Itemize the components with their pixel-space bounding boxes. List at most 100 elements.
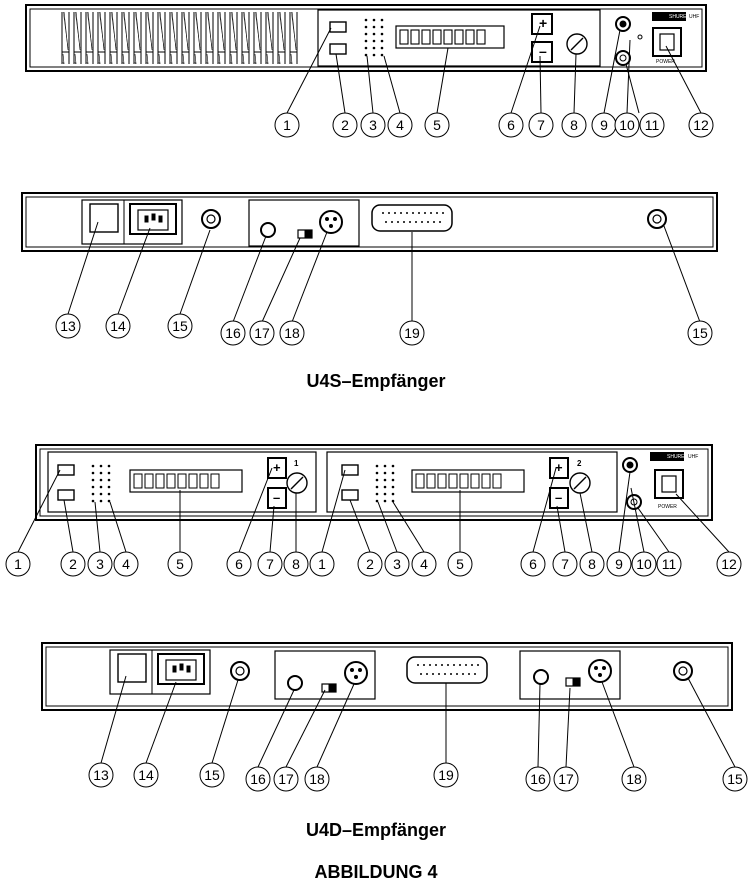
plus-symbol-1: + (273, 460, 281, 475)
plus-symbol: + (539, 15, 547, 31)
u4d-callout-4: 4 (122, 556, 130, 572)
callout-6: 6 (507, 117, 515, 133)
u4d-callout-13: 13 (93, 767, 109, 783)
u4s-front-panel (25, 4, 707, 72)
u4s-front-leaders (286, 25, 702, 114)
callout-9: 9 (600, 117, 608, 133)
callout-1: 1 (283, 117, 291, 133)
callout-13: 13 (60, 318, 76, 334)
u4d-callout-14: 14 (138, 767, 154, 783)
u4d-front-panel (35, 444, 713, 521)
minus-symbol-2: – (555, 490, 562, 505)
u4d-callout-6b: 6 (529, 556, 537, 572)
callout-5: 5 (433, 117, 441, 133)
callout-7: 7 (537, 117, 545, 133)
callout-19: 19 (404, 325, 420, 341)
u4d-rear-callouts (88, 762, 748, 792)
brand-logo-u4d: SHURE (667, 454, 685, 460)
callout-15b: 15 (692, 325, 708, 341)
u4d-caption: U4D–Empfänger (305, 820, 447, 840)
phone-jack (260, 222, 276, 238)
u4d-front-callouts (5, 551, 742, 577)
plus-button (531, 13, 553, 35)
callout-12: 12 (693, 117, 709, 133)
u4d-callout-3: 3 (96, 556, 104, 572)
sub-d-connector (371, 204, 453, 232)
headphone-jack (615, 50, 631, 66)
callout-18: 18 (284, 325, 300, 341)
uhf-label-u4d: UHF (688, 454, 698, 460)
u4d-callout-11: 11 (662, 556, 677, 572)
u4d-callout-2: 2 (69, 556, 77, 572)
channel-1-label: 1 (294, 459, 299, 468)
u4d-callout-18b: 18 (626, 771, 642, 787)
power-label-u4d: POWER (658, 504, 677, 510)
figure-caption: ABBILDUNG 4 (314, 862, 438, 882)
u4s-rear-panel (21, 192, 718, 252)
u4s-front-callouts (274, 112, 714, 138)
antenna-a-jack (201, 209, 221, 229)
u4d-callout-12: 12 (721, 556, 737, 572)
u4d-callout-16: 16 (250, 771, 266, 787)
power-switch (652, 27, 682, 57)
receiver-module (317, 9, 601, 67)
power-inlet-module (81, 199, 183, 245)
callout-15: 15 (172, 318, 188, 334)
u4s-rear-leaders (67, 221, 701, 323)
u4d-callout-8: 8 (292, 556, 300, 572)
ac-outlet (129, 203, 177, 235)
plus-symbol-2: + (555, 460, 563, 475)
output-level-knob (566, 33, 588, 55)
u4d-callout-9: 9 (615, 556, 623, 572)
rf-led-meters (364, 18, 384, 57)
brand-logo: SHURE (669, 14, 687, 20)
receiver-2-module (326, 451, 618, 513)
u4d-callout-10: 10 (636, 556, 652, 572)
u4d-callout-6: 6 (235, 556, 243, 572)
u4d-callout-1b: 1 (318, 556, 326, 572)
u4d-callout-5b: 5 (456, 556, 464, 572)
u4d-callout-7: 7 (266, 556, 274, 572)
u4d-callout-16b: 16 (530, 771, 546, 787)
callout-17: 17 (254, 325, 270, 341)
u4d-callout-3b: 3 (393, 556, 401, 572)
select-button (329, 43, 347, 55)
u4d-callout-17b: 17 (558, 771, 574, 787)
u4s-rear-callouts (55, 313, 713, 346)
u4d-callout-1: 1 (14, 556, 22, 572)
minus-symbol: – (539, 43, 547, 59)
antenna-b-jack (647, 209, 667, 229)
u4d-callout-2b: 2 (366, 556, 374, 572)
u4d-callout-15: 15 (204, 767, 220, 783)
u4s-caption: U4S–Empfänger (306, 371, 446, 391)
u4d-callout-5: 5 (176, 556, 184, 572)
callout-14: 14 (110, 318, 126, 334)
u4d-callout-15b: 15 (727, 771, 743, 787)
callout-10: 10 (619, 117, 635, 133)
squelch-knob (615, 16, 631, 32)
callout-16: 16 (225, 325, 241, 341)
dc-input (89, 203, 119, 233)
u4d-rear-panel (41, 642, 733, 711)
channel-2-label: 2 (577, 459, 582, 468)
receiver-outputs-section (248, 199, 360, 247)
uhf-label: UHF (689, 14, 699, 20)
callout-4: 4 (396, 117, 404, 133)
u4d-callout-4b: 4 (420, 556, 428, 572)
u4d-callout-17: 17 (278, 771, 294, 787)
xlr-output (319, 210, 343, 234)
menu-button (329, 21, 347, 33)
power-label: POWER (656, 59, 675, 65)
callout-8: 8 (570, 117, 578, 133)
callout-3: 3 (369, 117, 377, 133)
mic-line-switch (297, 229, 313, 239)
u4d-callout-7b: 7 (561, 556, 569, 572)
minus-button (531, 41, 553, 63)
vent-slots (60, 12, 300, 64)
lcd-display (395, 25, 505, 49)
u4d-rear-leaders (100, 675, 736, 768)
u4d-front-leaders (17, 467, 730, 553)
u4d-callout-8b: 8 (588, 556, 596, 572)
brand-plate (652, 12, 686, 21)
